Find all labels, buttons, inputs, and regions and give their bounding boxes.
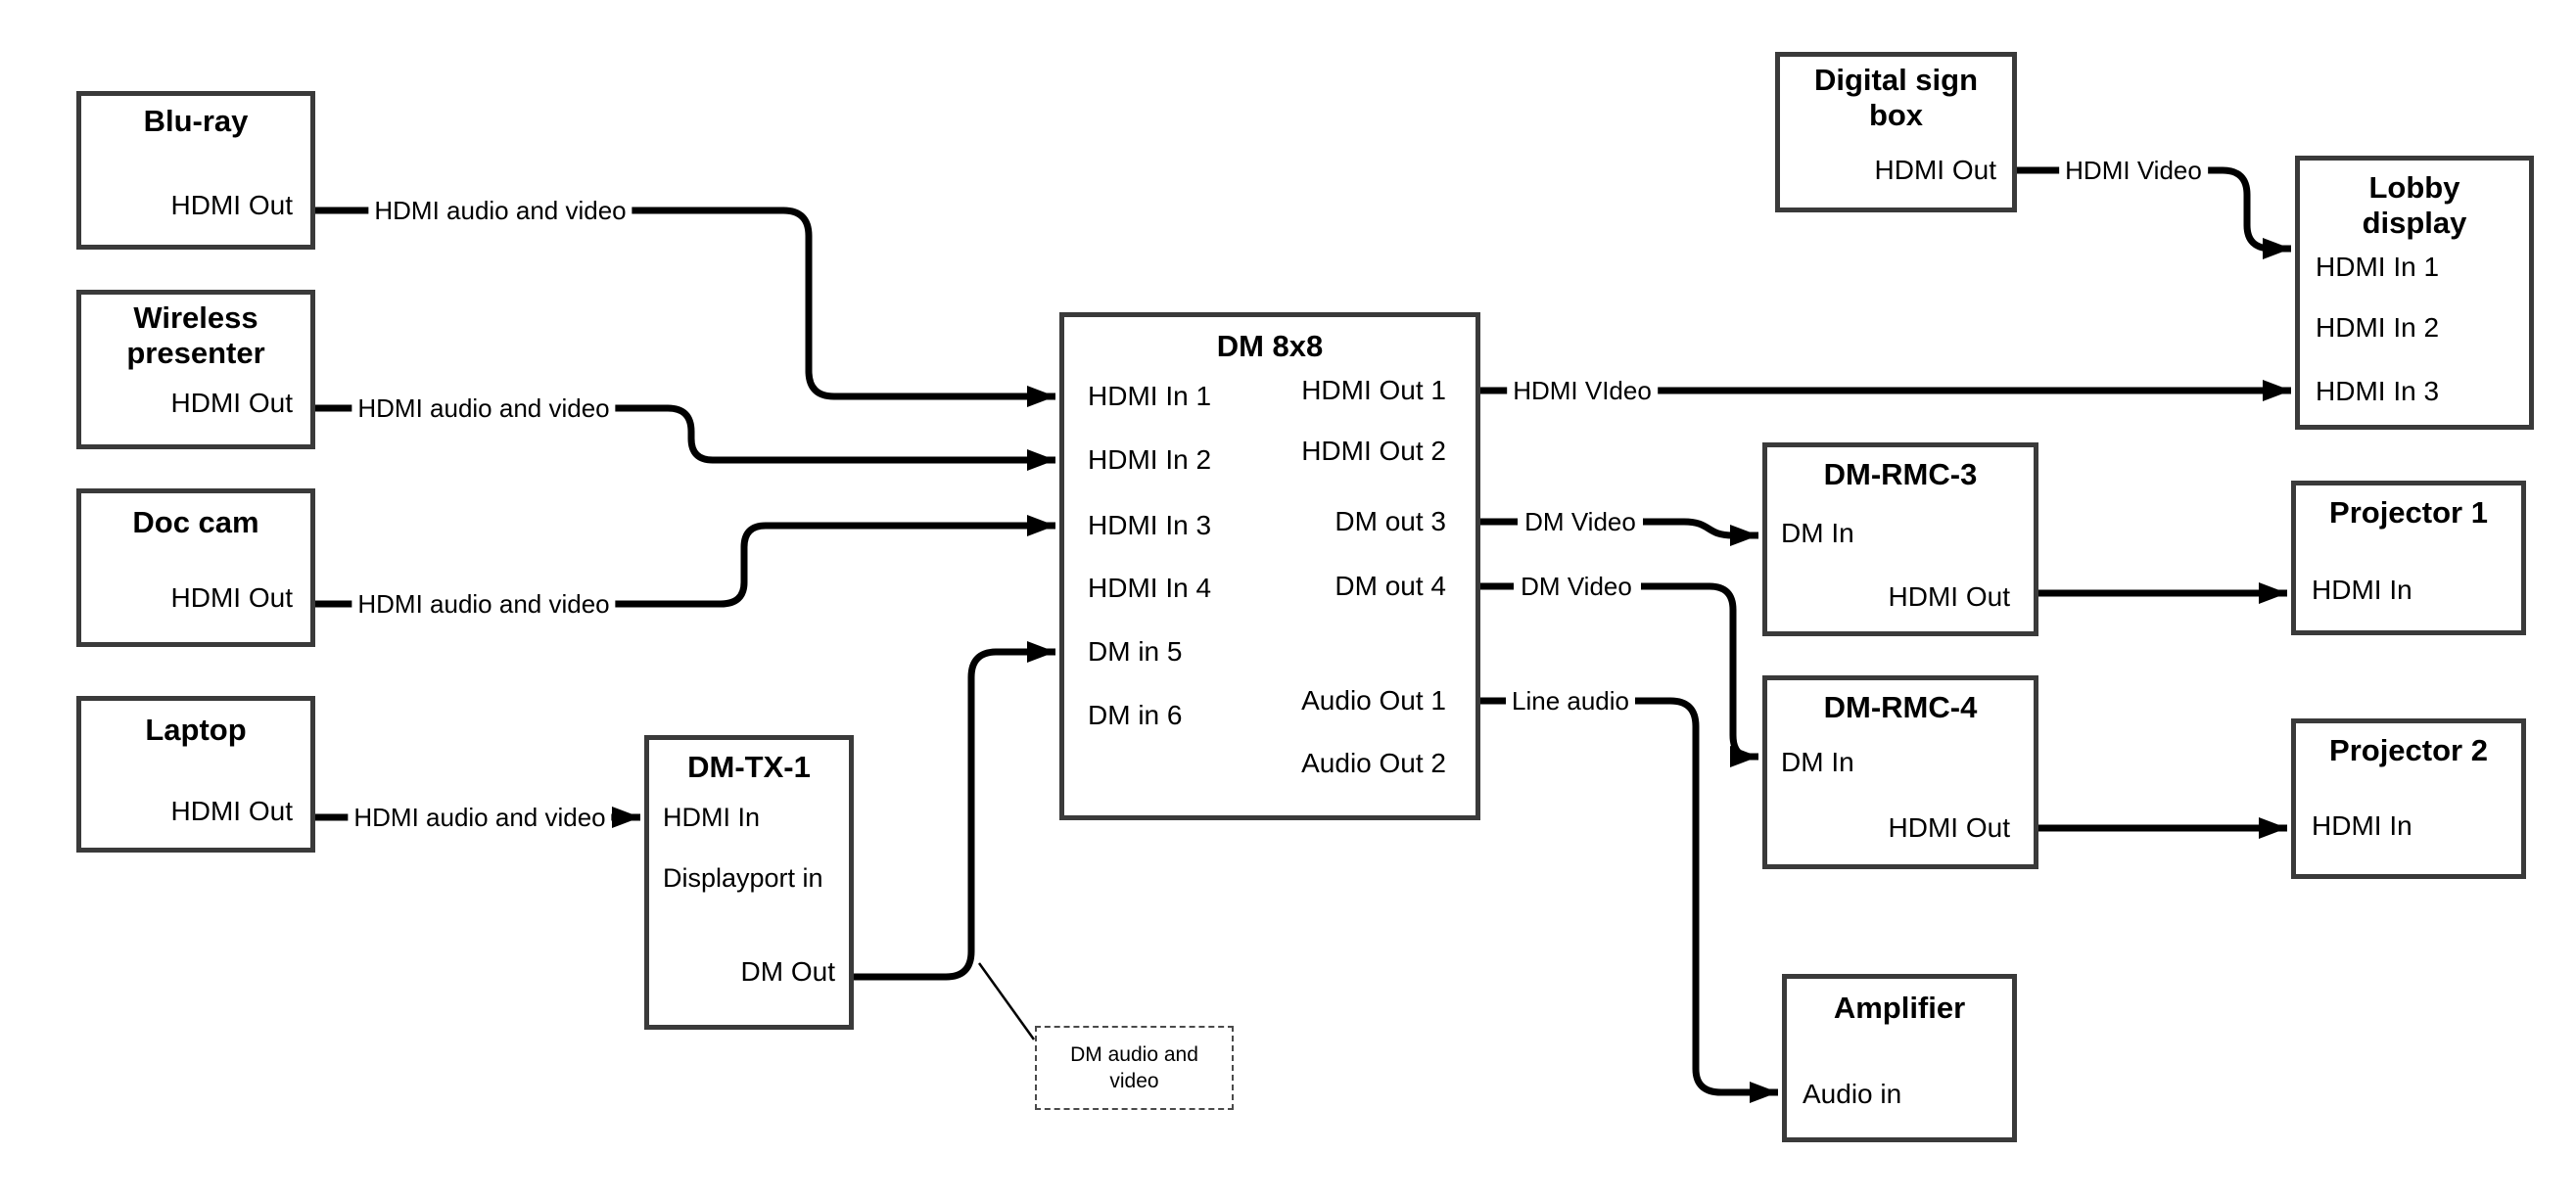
edge-label-hdmi-audio-video-4: HDMI audio and video [348, 802, 612, 833]
node-doc-cam: Doc cam HDMI Out [76, 488, 315, 647]
edge-signbox-to-lobby-in1 [2201, 166, 2291, 259]
port-displayport-in: Displayport in [663, 863, 823, 893]
edge-label-line-audio: Line audio [1506, 685, 1635, 716]
edge-label-hdmi-audio-video-2: HDMI audio and video [351, 393, 616, 424]
node-laptop: Laptop HDMI Out [76, 696, 315, 853]
node-title: DM-RMC-3 [1823, 457, 1978, 491]
edge-doccam-to-dm8x8-in3 [607, 515, 1055, 608]
node-title: Projector 2 [2329, 733, 2488, 767]
note-text: DM audio and video [1070, 1043, 1198, 1092]
node-dm-rmc-4: DM-RMC-4 DM In HDMI Out [1762, 675, 2038, 869]
node-title: DM 8x8 [1216, 329, 1324, 363]
edge-dm8x8-out4-to-rmc4 [1641, 582, 1758, 767]
node-title: Lobby display [2362, 170, 2467, 240]
port-hdmi-in: HDMI In [663, 803, 761, 832]
node-projector-1: Projector 1 HDMI In [2291, 481, 2526, 635]
node-title: DM-RMC-4 [1823, 690, 1978, 724]
port-audio-out-1: Audio Out 1 [1301, 685, 1446, 716]
node-title: Blu-ray [143, 104, 249, 138]
node-projector-2: Projector 2 HDMI In [2291, 718, 2526, 879]
port-hdmi-out: HDMI Out [1888, 812, 2010, 843]
port-dm-out-3: DM out 3 [1335, 506, 1446, 536]
node-dm-8x8: DM 8x8 HDMI In 1 HDMI In 2 HDMI In 3 HDM… [1059, 312, 1480, 820]
node-title: Digital sign box [1813, 63, 1979, 132]
node-title: Amplifier [1833, 991, 1966, 1025]
edge-dm8x8-audio1-to-amplifier [1631, 697, 1778, 1103]
edge-label-dm-video-out3: DM Video [1519, 506, 1642, 537]
port-dm-in: DM In [1781, 747, 1854, 777]
node-bluray: Blu-ray HDMI Out [76, 91, 315, 250]
port-hdmi-out: HDMI Out [170, 388, 293, 418]
node-title: Wireless presenter [126, 300, 265, 370]
edge-label-hdmi-audio-video-1: HDMI audio and video [368, 195, 632, 226]
port-hdmi-out: HDMI Out [170, 796, 293, 826]
port-dm-out-4: DM out 4 [1335, 571, 1446, 601]
node-wireless-presenter: Wireless presenter HDMI Out [76, 290, 315, 449]
port-hdmi-in: HDMI In [2312, 810, 2412, 841]
port-hdmi-in-4: HDMI In 4 [1088, 573, 1212, 603]
port-dm-in: DM In [1781, 518, 1854, 548]
port-hdmi-in-1: HDMI In 1 [1088, 381, 1212, 411]
node-title: Doc cam [132, 505, 259, 539]
port-hdmi-in: HDMI In [2312, 575, 2412, 605]
node-dm-rmc-3: DM-RMC-3 DM In HDMI Out [1762, 442, 2038, 636]
node-lobby-display: Lobby display HDMI In 1 HDMI In 2 HDMI I… [2295, 156, 2534, 430]
edge-label-hdmi-audio-video-3: HDMI audio and video [351, 588, 616, 620]
node-title: Laptop [145, 713, 247, 747]
node-dm-tx-1: DM-TX-1 HDMI In Displayport in DM Out [644, 735, 854, 1030]
port-hdmi-out-1: HDMI Out 1 [1301, 375, 1446, 405]
port-dm-out: DM Out [740, 956, 835, 987]
edge-wireless-to-dm8x8-in2 [607, 404, 1055, 471]
node-title: Projector 1 [2329, 495, 2488, 530]
node-amplifier: Amplifier Audio in [1782, 974, 2017, 1142]
port-hdmi-out: HDMI Out [1888, 581, 2010, 612]
note-callout-line [977, 962, 1036, 1040]
port-hdmi-in-2: HDMI In 2 [2316, 312, 2440, 343]
edge-label-dm-video-out4: DM Video [1515, 571, 1638, 602]
port-dm-in-5: DM in 5 [1088, 636, 1183, 667]
port-hdmi-in-2: HDMI In 2 [1088, 444, 1212, 475]
edge-bluray-to-dm8x8-in1 [625, 207, 1055, 407]
edge-label-hdmi-video-signbox: HDMI Video [2059, 155, 2208, 186]
note-dm-audio-and-video: DM audio and video [1035, 1026, 1234, 1110]
port-audio-in: Audio in [1803, 1079, 1902, 1109]
port-hdmi-in-3: HDMI In 3 [2316, 376, 2440, 406]
edge-label-hdmi-video-out1: HDMI VIdeo [1507, 375, 1658, 406]
edge-dmtx1-to-dm8x8-in5 [854, 641, 1055, 981]
port-hdmi-out-2: HDMI Out 2 [1301, 436, 1446, 466]
port-hdmi-out: HDMI Out [170, 582, 293, 613]
port-hdmi-out: HDMI Out [170, 190, 293, 220]
edge-dm8x8-out3-to-rmc3 [1643, 518, 1758, 546]
node-digital-sign-box: Digital sign box HDMI Out [1775, 52, 2017, 212]
port-audio-out-2: Audio Out 2 [1301, 748, 1446, 778]
port-dm-in-6: DM in 6 [1088, 700, 1183, 730]
port-hdmi-out: HDMI Out [1874, 155, 1996, 185]
port-hdmi-in-1: HDMI In 1 [2316, 252, 2440, 282]
port-hdmi-in-3: HDMI In 3 [1088, 510, 1212, 540]
node-title: DM-TX-1 [687, 750, 811, 784]
